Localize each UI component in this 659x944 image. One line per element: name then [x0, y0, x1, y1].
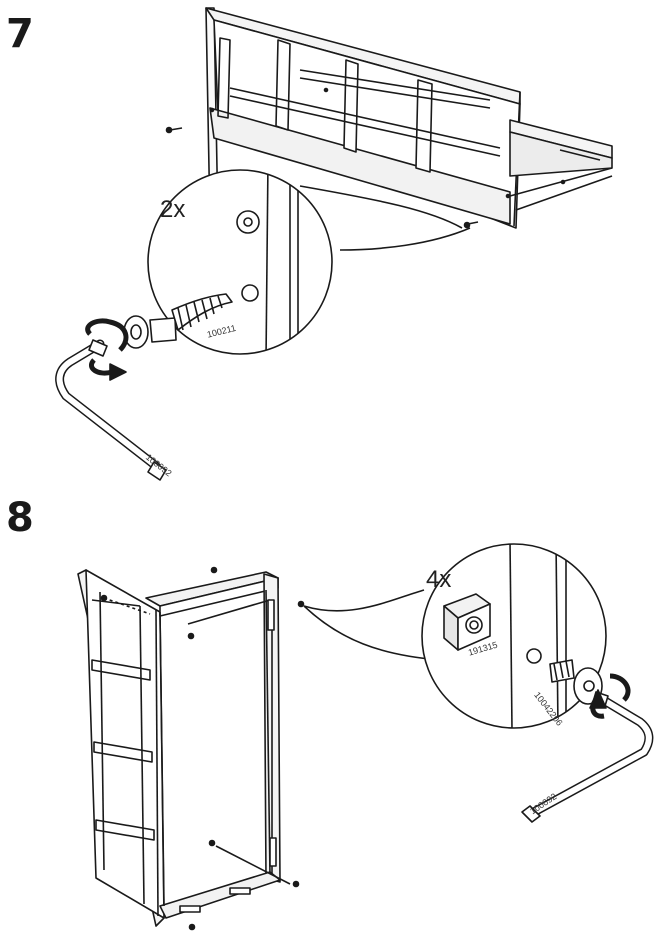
step-8-number: 8 [6, 495, 34, 541]
step-7-number: 7 [6, 11, 34, 57]
barrel-nut-191315 [443, 593, 491, 651]
step-7-detail-callout [123, 169, 471, 355]
step-8-quantity: 4x [426, 566, 452, 593]
rotation-arrow-icon-step-8 [589, 673, 631, 719]
rotation-arrow-icon-step-7 [85, 318, 129, 381]
headboard-frame [165, 7, 613, 229]
screw-100211 [123, 293, 233, 349]
upright-frame [77, 566, 305, 931]
hex-key-step-7 [55, 339, 167, 481]
step-8-detail-callout [303, 543, 607, 729]
step-7-quantity: 2x [160, 196, 186, 223]
